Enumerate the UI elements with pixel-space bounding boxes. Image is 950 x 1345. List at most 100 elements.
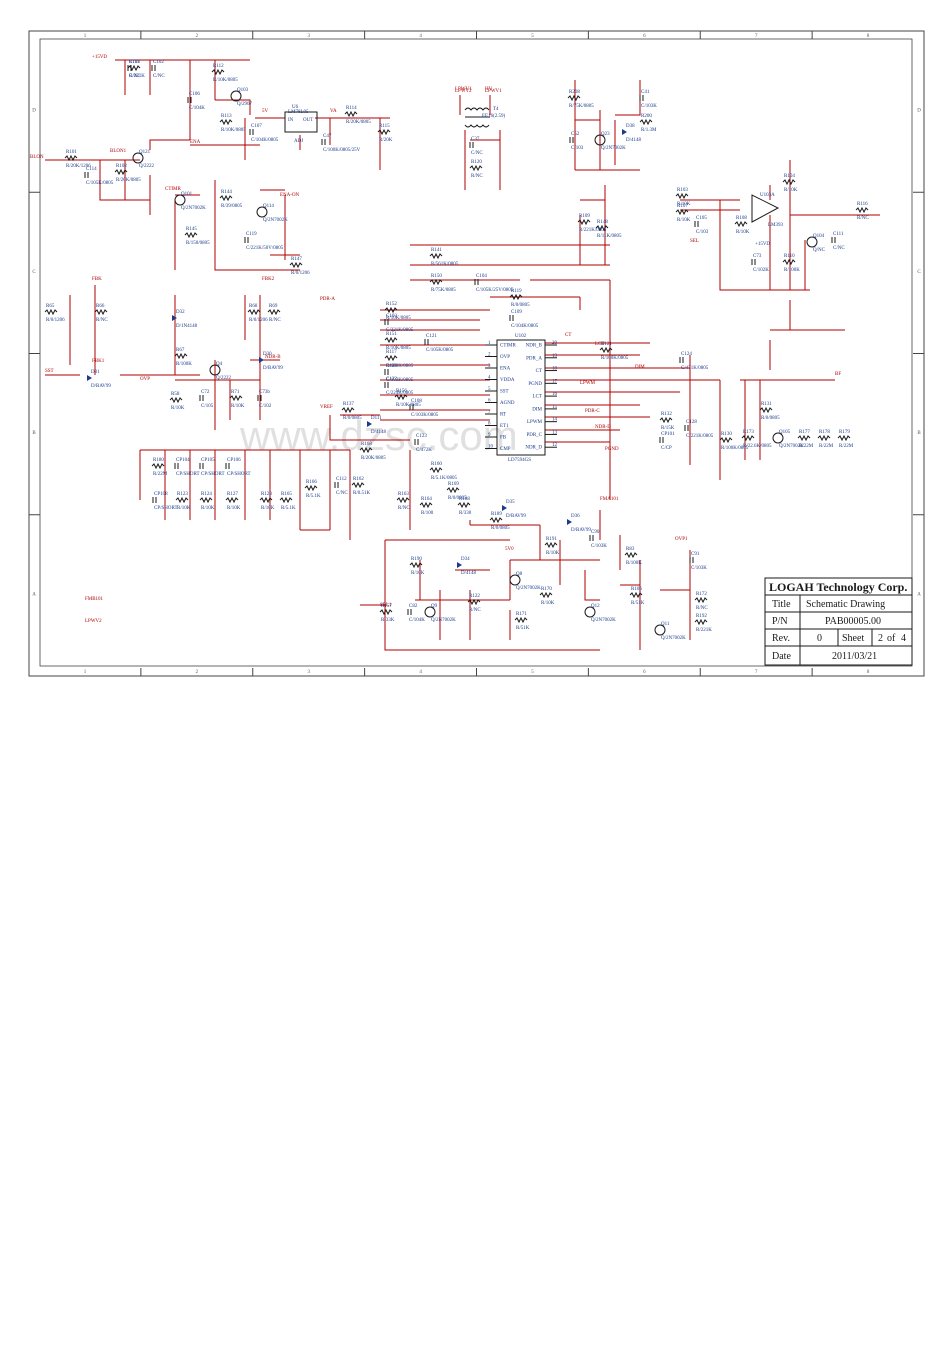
component-ref: R130 (721, 432, 732, 437)
resistor-symbol (64, 154, 78, 162)
component-value: R/20K/0805 (361, 456, 386, 461)
net-label: NDR-B (265, 355, 281, 360)
component-ref: C108 (411, 399, 422, 404)
resistor-symbol (694, 618, 708, 626)
resistor-symbol (429, 252, 443, 260)
component-value: Q/2N7002K (516, 586, 541, 591)
resistor-symbol (675, 192, 689, 200)
resistor-symbol (174, 352, 188, 360)
ic-pin-name: VDDA (500, 378, 515, 383)
component-value: R/NC (857, 216, 869, 221)
component-ref: C37 (471, 137, 480, 142)
component-ref: CP104 (176, 458, 190, 463)
diode-symbol (457, 562, 462, 568)
resistor-symbol (114, 168, 128, 176)
component-ref: C103 (386, 314, 397, 319)
net-label: NDR-D (595, 425, 611, 430)
net-label: FBK2 (262, 277, 275, 282)
component-ref: Q114 (263, 204, 274, 209)
component-ref: Q103 (237, 88, 249, 93)
component-value: R/221K/0805 (579, 228, 607, 233)
component-value: C/103K (641, 104, 657, 109)
component-value: R/39/0805 (221, 204, 243, 209)
capacitor-symbol (334, 482, 339, 488)
component-value: R/22M (839, 444, 854, 449)
resistor-symbol (225, 496, 239, 504)
component-value: R/10K (736, 230, 750, 235)
resistor-symbol (629, 591, 643, 599)
resistor-symbol (489, 516, 503, 524)
component-ref: R113 (221, 114, 232, 119)
regulator-pin-in: IN (288, 118, 294, 123)
resistor-symbol (419, 501, 433, 509)
component-ref: R170 (541, 587, 552, 592)
ic-pin-number: 10 (488, 445, 494, 450)
component-ref: C128 (686, 420, 697, 425)
component-value: D/BAV99 (571, 528, 591, 533)
net-label: LPWV2 (85, 619, 102, 624)
net-label: LPWV1 (455, 87, 472, 92)
component-ref: Q23 (601, 132, 610, 137)
capacitor-symbol (199, 463, 204, 469)
component-value: CP/SHORT (227, 472, 251, 477)
component-ref: R67 (176, 348, 185, 353)
component-value: R/10K/0805 (213, 78, 238, 83)
component-value: R/10K (231, 404, 245, 409)
component-value: Q/2N7002K (601, 146, 626, 151)
component-value: R/100K/0805 (601, 356, 629, 361)
component-ref: R120 (471, 160, 482, 165)
component-value: R/5.1K/0805 (431, 476, 457, 481)
component-ref: R58 (171, 392, 180, 397)
component-ref: R160 (431, 462, 442, 467)
net-label: +15VD (92, 55, 107, 60)
component-value: Q/2N7002K (181, 206, 206, 211)
resistor-symbol (44, 308, 58, 316)
component-ref: D111 (371, 416, 382, 421)
component-value: Q/2N7002K (431, 618, 456, 623)
component-ref: D36 (571, 514, 580, 519)
ic-pin-name: RT (500, 413, 506, 418)
component-ref: R208 (569, 90, 580, 95)
transformer-ref: T4 (493, 107, 499, 112)
component-ref: R188 (459, 497, 470, 502)
component-value: R/330 (459, 511, 472, 516)
component-ref: R124 (201, 492, 212, 497)
component-value: Q/NC (813, 248, 826, 253)
transformer-pin2: LPWV1 (485, 89, 502, 94)
component-value: Q/2N7002K (591, 618, 616, 623)
component-ref: CP108 (154, 492, 168, 497)
component-ref: R168 (361, 442, 372, 447)
component-value: R/0/0805 (343, 416, 362, 421)
component-ref: C90 (591, 530, 600, 535)
zone-column-label: 5 (531, 34, 534, 39)
component-value: D/1N4148 (176, 324, 198, 329)
component-ref: C111 (833, 232, 844, 237)
component-value: R/10K/0805 (396, 403, 421, 408)
component-ref: R144 (221, 190, 232, 195)
net-label: PDR-A (320, 297, 335, 302)
capacitor-symbol (409, 404, 414, 410)
resistor-symbol (229, 394, 243, 402)
component-ref: R166 (306, 480, 317, 485)
ic-pin-number: 5 (488, 387, 491, 392)
resistor-symbol (409, 561, 423, 569)
title-block: LOGAH Technology Corp. Title Schematic D… (764, 577, 913, 666)
component-ref: CP106 (227, 458, 241, 463)
capacitor-symbol (384, 382, 389, 388)
component-ref: C101 (129, 60, 140, 65)
ic-pin-name: NDR_B (526, 344, 543, 349)
component-ref: C124 (681, 352, 692, 357)
component-value: R/51K (516, 626, 530, 631)
capacitor-symbol (174, 463, 179, 469)
net-label: DIM (635, 365, 645, 370)
ic-pin-number: 13 (552, 430, 558, 435)
component-ref: CP105 (201, 458, 215, 463)
component-ref: R190 (411, 557, 422, 562)
ic-pin-number: 16 (552, 392, 558, 397)
component-value: R/10K (784, 188, 798, 193)
component-ref: D30 (263, 352, 272, 357)
component-value: D/BAV99 (263, 366, 283, 371)
resistor-symbol (396, 496, 410, 504)
component-value: R/100K/0805 (721, 446, 749, 451)
transistor-symbol (654, 624, 666, 636)
